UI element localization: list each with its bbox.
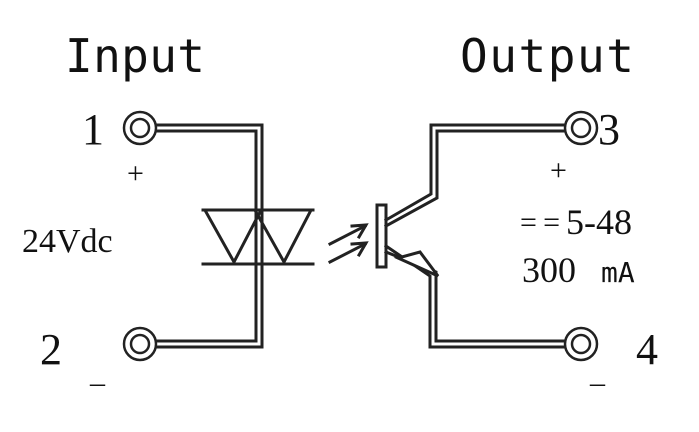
- output-title: Output: [460, 29, 634, 83]
- pin-3-number: 3: [598, 105, 620, 154]
- dc-symbol: ==: [520, 206, 560, 239]
- output-current-value: 300: [522, 250, 576, 290]
- terminal-3: [563, 110, 599, 146]
- terminal-2: [122, 326, 158, 362]
- output-current-unit: mA: [601, 256, 635, 289]
- phototransistor-base: [375, 203, 388, 269]
- output-negative-sign: _: [589, 356, 606, 389]
- terminal-4: [563, 326, 599, 362]
- input-title: Input: [65, 29, 205, 83]
- emitter-lead: [383, 243, 568, 349]
- pin-1-number: 1: [82, 105, 104, 154]
- collector-lead: [383, 123, 568, 229]
- input-voltage-label: 24Vdc: [22, 223, 113, 260]
- input-negative-sign: _: [89, 356, 106, 389]
- led-diode-symbol: [201, 208, 315, 266]
- pin-2-number: 2: [40, 325, 62, 374]
- terminal-1: [122, 110, 158, 146]
- input-positive-sign: +: [127, 157, 144, 190]
- pin-4-number: 4: [636, 325, 658, 374]
- output-voltage-range: 5-48: [566, 202, 632, 242]
- light-emission-arrows: [327, 223, 369, 265]
- output-positive-sign: +: [550, 154, 567, 187]
